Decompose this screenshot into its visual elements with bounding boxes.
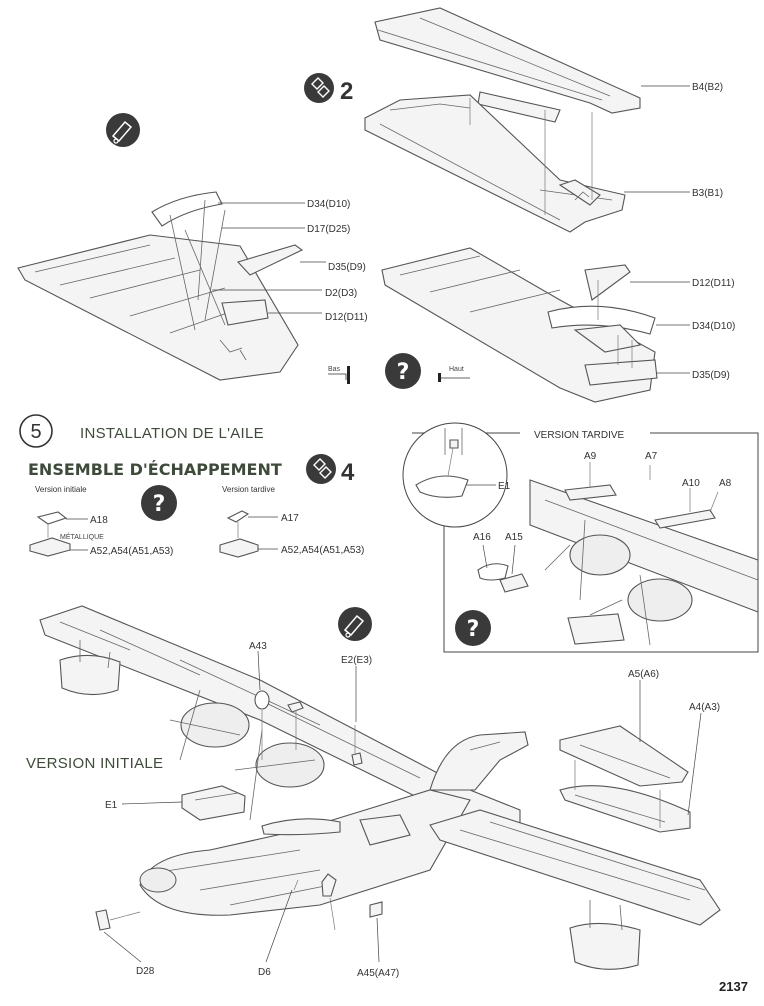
label-d12-right: D12(D11)	[692, 278, 735, 289]
step-2-number: 2	[340, 78, 353, 105]
page-number: 2137	[719, 979, 748, 994]
label-version-tardive: Version tardive	[222, 485, 275, 494]
exhaust-late-parts	[219, 510, 259, 558]
label-e2: E2(E3)	[341, 655, 372, 666]
label-a18: A18	[90, 515, 108, 526]
label-d35-left: D35(D9)	[328, 262, 366, 273]
question-icon-exhaust: ?	[141, 485, 177, 521]
label-a4: A4(A3)	[689, 702, 720, 713]
label-a16: A16	[473, 532, 491, 543]
heading-exhaust: ENSEMBLE D'ÉCHAPPEMENT	[28, 460, 282, 479]
label-a17: A17	[281, 513, 299, 524]
step-4-number: 4	[341, 459, 355, 486]
question-icon-inset: ?	[455, 610, 491, 646]
heading-wing-install: INSTALLATION DE L'AILE	[80, 425, 264, 442]
label-d6: D6	[258, 967, 271, 978]
label-metallique: MÉTALLIQUE	[60, 532, 104, 541]
label-b3: B3(B1)	[692, 188, 723, 199]
label-a45: A45(A47)	[357, 968, 399, 979]
aircraft-main	[39, 605, 721, 970]
label-a8: A8	[719, 478, 732, 489]
svg-text:?: ?	[467, 617, 480, 642]
step-2-marker: 2	[304, 73, 353, 105]
label-a10: A10	[682, 478, 700, 489]
glue-icon-top-left	[106, 113, 140, 147]
label-d35-right: D35(D9)	[692, 370, 730, 381]
label-a52-left: A52,A54(A51,A53)	[90, 546, 173, 557]
heading-late-version: VERSION TARDIVE	[534, 430, 625, 441]
step-5-marker: 5	[19, 414, 53, 448]
wing-panel-b4	[374, 7, 641, 123]
label-a15: A15	[505, 532, 523, 543]
svg-text:5: 5	[30, 421, 41, 443]
label-a7: A7	[645, 451, 658, 462]
label-e1-main: E1	[105, 800, 118, 811]
question-icon-middle: ?	[385, 353, 421, 389]
step-4-marker: 4	[306, 454, 355, 486]
heading-initial-version: VERSION INITIALE	[26, 755, 163, 772]
label-d12-left: D12(D11)	[325, 312, 368, 323]
label-bas: Bas	[328, 366, 341, 373]
late-version-inset: VERSION TARDIVE E1	[402, 422, 759, 653]
svg-text:?: ?	[153, 492, 166, 517]
label-d17: D17(D25)	[307, 224, 350, 235]
label-a5: A5(A6)	[628, 669, 659, 680]
label-d2: D2(D3)	[325, 288, 357, 299]
glue-icon-main	[338, 607, 372, 641]
label-d28: D28	[136, 966, 155, 977]
label-b4: B4(B2)	[692, 82, 723, 93]
label-d34-left: D34(D10)	[307, 199, 350, 210]
label-a9: A9	[584, 451, 597, 462]
label-version-initiale: Version initiale	[35, 485, 87, 494]
right-wing-strut-assembly	[381, 247, 658, 403]
left-wing-strut-assembly	[17, 191, 304, 381]
wing-panel-b3	[364, 94, 626, 233]
exhaust-initial-parts	[29, 511, 71, 557]
svg-text:?: ?	[397, 360, 410, 385]
label-e1-inset: E1	[498, 481, 511, 492]
label-a43: A43	[249, 641, 267, 652]
label-a52-right: A52,A54(A51,A53)	[281, 545, 364, 556]
label-d34-right: D34(D10)	[692, 321, 735, 332]
label-haut: Haut	[449, 366, 464, 373]
